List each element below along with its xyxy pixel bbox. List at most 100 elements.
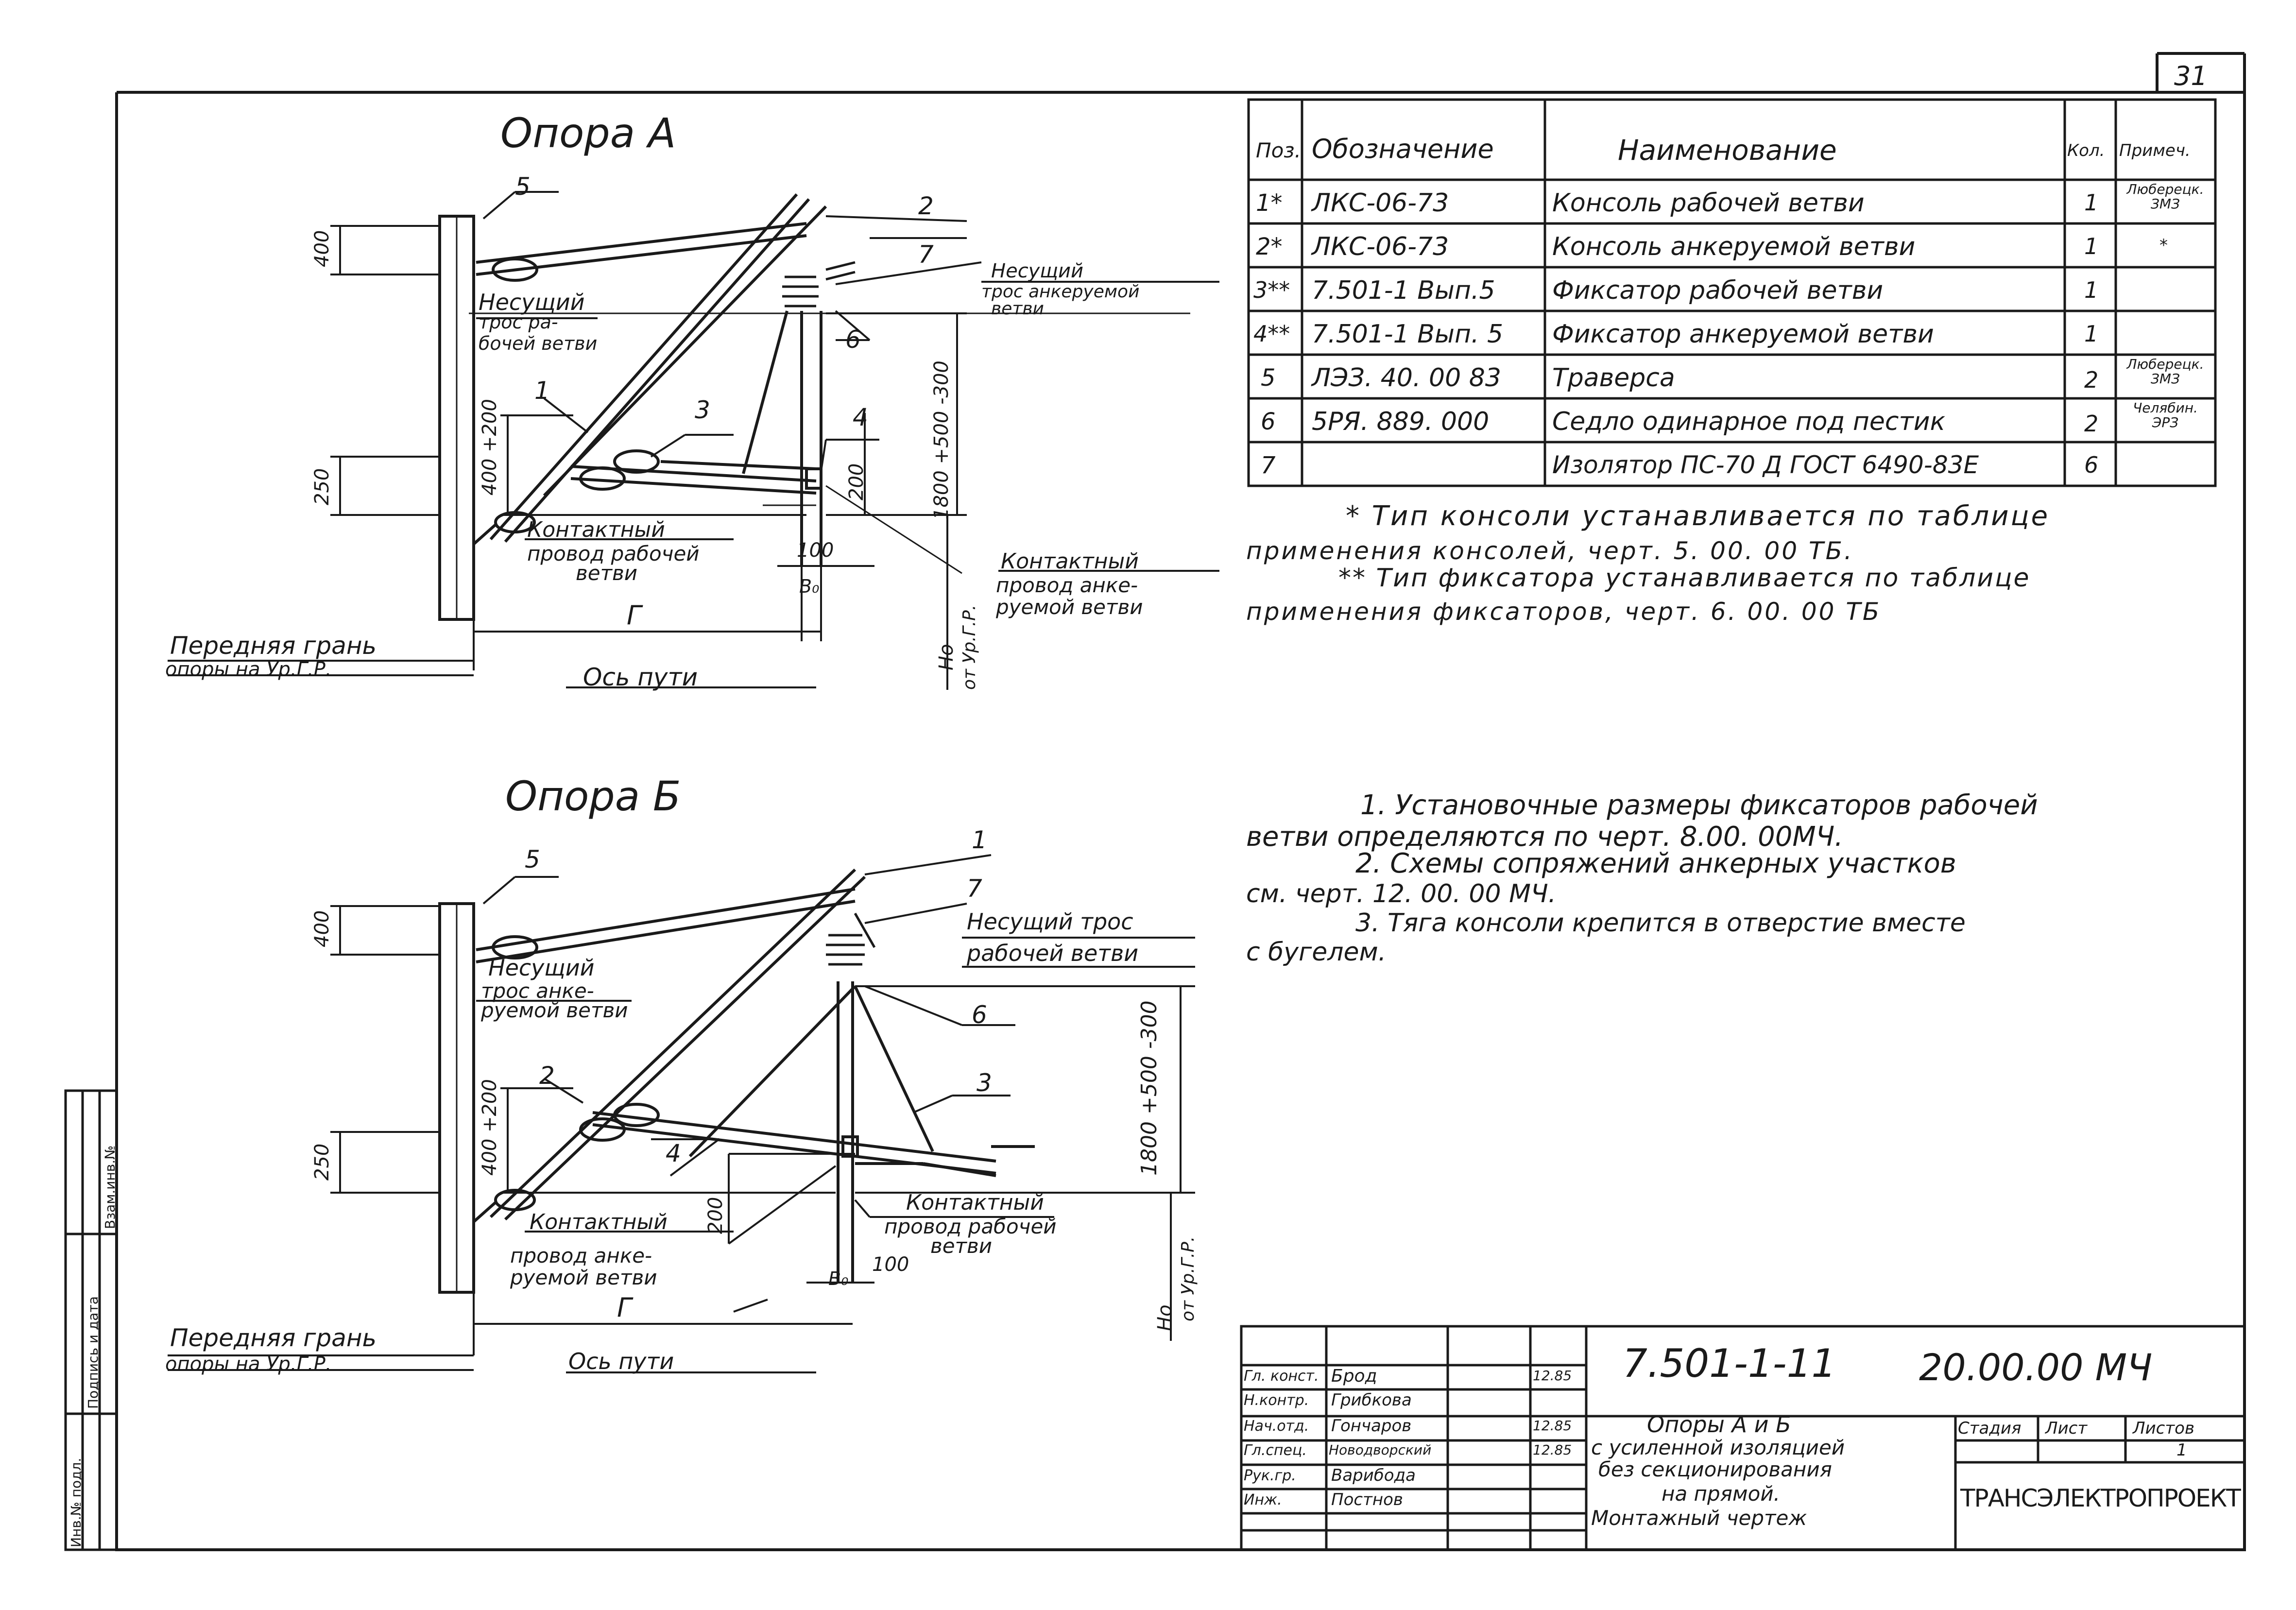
note-3-line-2: с бугелем. [1246,938,1387,967]
note-2-line-1: 2. Схемы сопряжений анкерных участков [1355,848,1956,879]
row-designation: 5РЯ. 889. 000 [1312,407,1490,436]
label-contact-work-2: провод рабочей [527,542,700,565]
label-contact-anchor: Контактный [1001,549,1139,574]
title-opora-a: Опора А [500,109,676,157]
row-pos: 6 [1261,408,1276,435]
callout-2-b: 2 [539,1062,555,1090]
footnote-2-line-1: ** Тип фиксатора устанавливается по табл… [1338,564,2031,593]
label-carrier-anchor-2: трос анкеруемой [981,282,1140,302]
console-a-boom [489,193,798,540]
person-name: Варибода [1331,1466,1416,1485]
label-carrier-anchor-b: Несущий [488,955,595,981]
row-name: Консоль анкеруемой ветви [1552,232,1916,261]
row-qty: 6 [2084,452,2099,478]
person-name: Гончаров [1331,1416,1412,1436]
person-date: 12.85 [1533,1442,1572,1458]
drawing-a [438,193,1190,621]
dim-g: Г [627,600,642,631]
label-carrier-anchor-b-3: руемой ветви [481,998,628,1022]
row-qty: 1 [2084,321,2099,347]
label-contact-anchor-b: Контактный [530,1210,668,1234]
label-carrier-anchor-b-2: трос анке- [481,979,594,1003]
dim-ho-b: Hо [1154,1304,1176,1331]
row-note: * [2159,236,2168,255]
console-b-boom [489,868,857,1218]
sheets-value: 1 [2176,1440,2187,1460]
callout-1-b: 1 [972,826,987,854]
col-header-name: Наименование [1618,134,1837,167]
person-role: Н.контр. [1244,1392,1309,1409]
dim-from-b: от Ур.Г.Р. [1178,1236,1198,1321]
person-role: Нач.отд. [1244,1418,1309,1435]
row-pos: 1* [1256,189,1283,217]
label-contact-work-b-3: ветви [930,1234,993,1258]
dim-ho: Hо [935,644,958,670]
label-face-b-2: опоры на Ур.Г.Р. [165,1353,332,1375]
drawing-b [438,868,1035,1294]
callout-6: 6 [845,325,861,354]
label-contact-work-b: Контактный [906,1190,1044,1215]
label-contact-work: Контактный [527,517,665,542]
label-carrier-work-b-2: рабочей ветви [967,940,1139,966]
insulator-b-top [492,935,538,959]
label-contact-work-3: ветви [576,561,638,585]
label-carrier-anchor: Несущий [991,260,1084,282]
label-face-2: опоры на Ур.Г.Р. [165,658,332,681]
row-qty: 2 [2084,411,2099,437]
note-1-line-2: ветви определяются по черт. 8.00. 00МЧ. [1246,821,1843,853]
row-name: Консоль рабочей ветви [1552,188,1865,218]
footnote-2-line-2: применения фиксаторов, черт. 6. 00. 00 Т… [1246,598,1882,626]
callout-2: 2 [918,192,934,220]
label-contact-anchor-b-2: провод анке- [510,1244,652,1267]
row-name: Траверса [1552,363,1675,393]
row-designation: ЛКС-06-73 [1312,188,1449,218]
row-qty: 2 [2084,367,2099,393]
callout-7-b: 7 [967,874,982,903]
label-axis-b: Ось пути [568,1348,674,1374]
drawing-a-dims [168,191,1219,690]
note-3-line-1: 3. Тяга консоли крепится в отверстие вме… [1355,908,1966,938]
sheet-label: Лист [2045,1419,2088,1438]
label-carrier-anchor-3: ветви [991,299,1044,319]
title-line-5: Монтажный чертеж [1591,1506,1807,1530]
person-role: Гл. конст. [1244,1368,1319,1385]
label-carrier-work-2: трос ра- [479,311,558,333]
dim-250-b: 250 [311,1143,333,1181]
drawing-b-dims [168,854,1195,1373]
row-note: Люберецк. ЗМЗ [2126,356,2204,387]
col-header-qty: Кол. [2067,141,2105,160]
title-line-2: с усиленной изоляцией [1591,1436,1845,1459]
label-contact-work-b-2: провод рабочей [884,1215,1057,1238]
title-line-3: без секционирования [1598,1457,1832,1481]
person-role: Инж. [1244,1491,1282,1508]
insulator-stack-a [782,261,856,308]
dim-250: 250 [311,468,333,505]
insulator-a-top [492,257,538,282]
callout-3: 3 [695,396,710,424]
row-name: Фиксатор рабочей ветви [1552,276,1884,305]
label-carrier-work: Несущий [479,289,585,315]
person-date: 12.85 [1533,1418,1572,1434]
row-pos: 5 [1261,364,1276,392]
col-header-designation: Обозначение [1312,134,1494,164]
col-header-note: Примеч. [2119,141,2191,160]
person-name: Грибкова [1331,1390,1412,1410]
note-1-line-1: 1. Установочные размеры фиксаторов рабоч… [1360,789,2038,821]
callout-4: 4 [853,403,868,431]
label-carrier-work-3: бочей ветви [479,333,598,354]
label-carrier-work-b: Несущий трос [967,908,1133,935]
dim-400-200-b: 400 +200 [479,1079,501,1176]
dim-200-b: 200 [704,1197,727,1234]
row-name: Фиксатор анкеруемой ветви [1552,320,1934,349]
footnote-1-line-2: применения консолей, черт. 5. 00. 00 ТБ. [1246,537,1854,565]
stamp-repl-inv: Взам.инв.№ [102,1145,118,1229]
person-name: Брод [1331,1366,1377,1386]
label-axis: Ось пути [583,663,698,691]
label-contact-anchor-b-3: руемой ветви [510,1266,657,1289]
dim-400-b: 400 [311,910,333,947]
doc-code: 7.501-1-11 [1623,1341,1836,1386]
note-2-line-2: см. черт. 12. 00. 00 МЧ. [1246,879,1557,908]
label-contact-anchor-2: провод анке- [996,573,1138,597]
